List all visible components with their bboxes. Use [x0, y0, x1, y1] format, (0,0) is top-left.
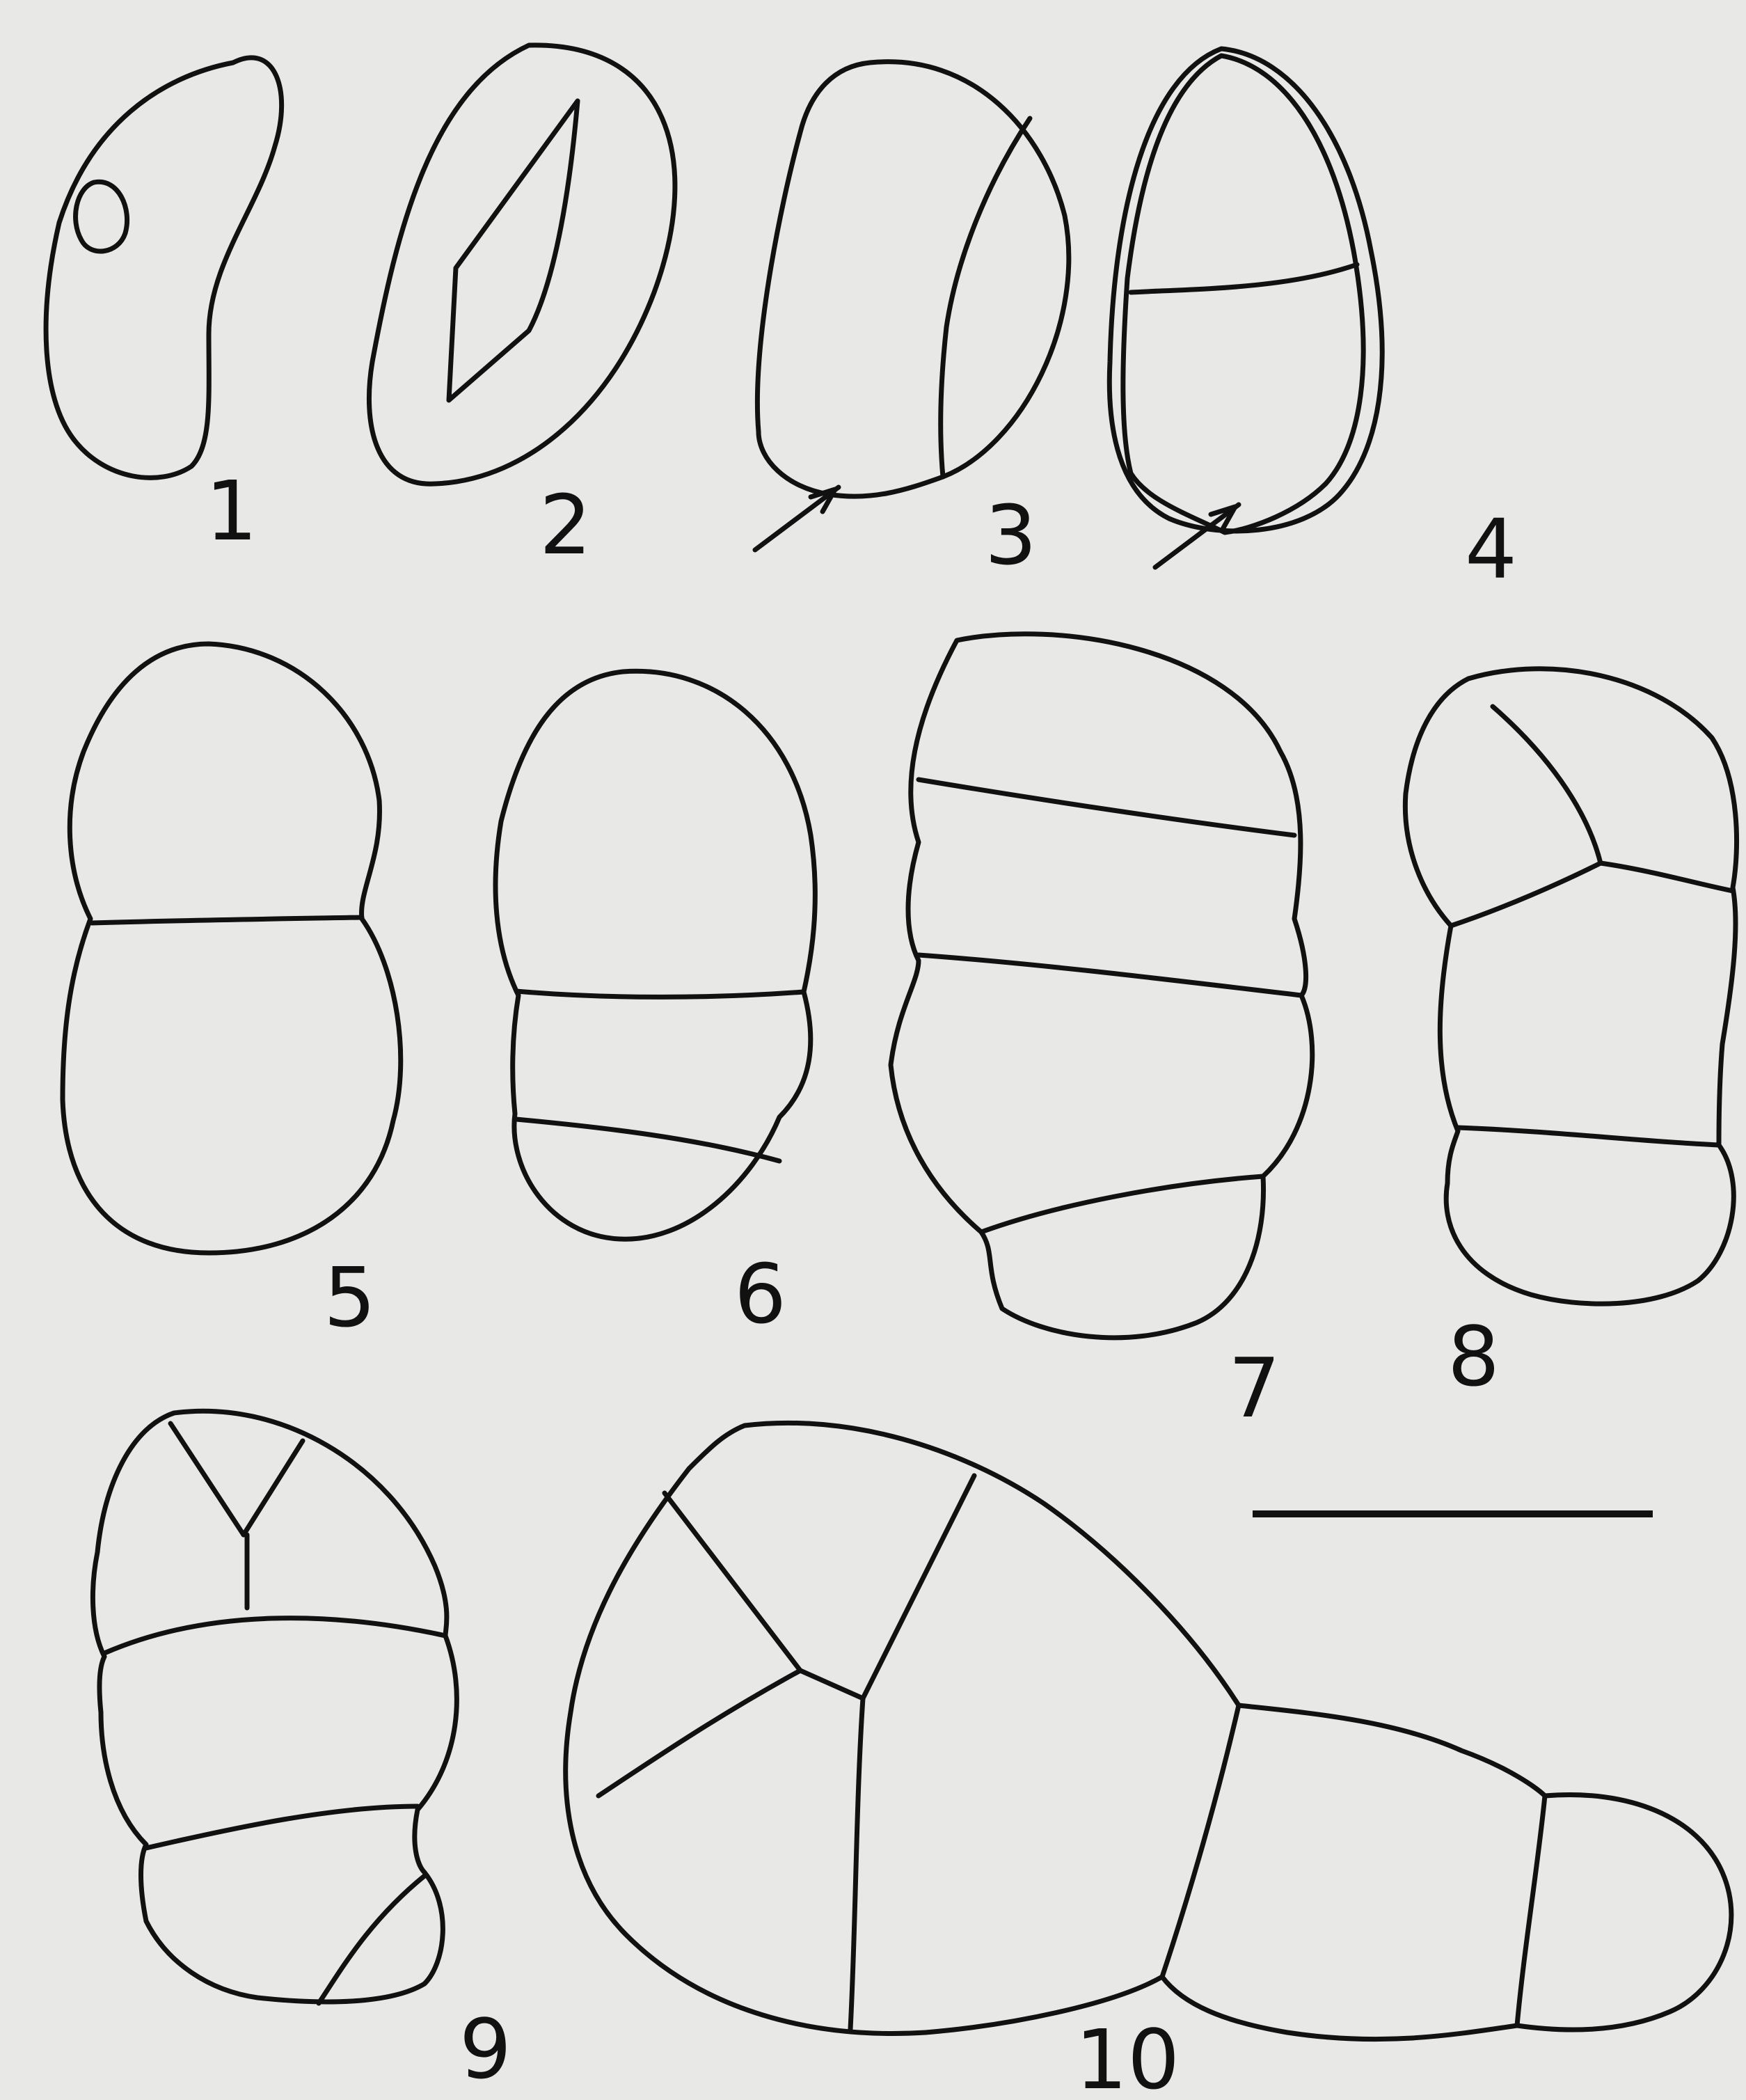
- figure-6-septum-2: [516, 1119, 779, 1161]
- figure-10-septum-3: [863, 1476, 974, 1698]
- figure-2-outer-wall: [369, 45, 674, 484]
- figure-3: 3: [755, 62, 1069, 583]
- figure-7-septum-1: [919, 780, 1294, 835]
- figure-7: 7: [891, 634, 1312, 1436]
- figure-10-septum-1: [665, 1493, 800, 1671]
- figure-8-outline: [1405, 669, 1736, 1304]
- figure-10-septum-7: [1517, 1796, 1545, 2026]
- figure-9-septum-4: [104, 1618, 445, 1653]
- figure-5-septum: [92, 917, 362, 923]
- figure-8: 8: [1405, 669, 1736, 1405]
- figure-5-outline: [63, 644, 401, 1253]
- figure-9-septum-6: [319, 1876, 424, 2003]
- figure-5-label: 5: [324, 1249, 376, 1345]
- figure-1-outline: [46, 58, 282, 477]
- figure-1: 1: [46, 58, 282, 559]
- figure-9-septum-1: [170, 1423, 244, 1535]
- figure-10-septum-2: [800, 1671, 863, 1698]
- figure-9-septum-2: [244, 1441, 303, 1535]
- figure-6-outline: [495, 671, 815, 1239]
- figure-3-label: 3: [985, 487, 1037, 583]
- figure-1-inclusion: [76, 182, 127, 251]
- figure-6-septum-1: [516, 991, 804, 997]
- figure-7-label: 7: [1228, 1340, 1280, 1436]
- figure-1-label: 1: [205, 463, 257, 559]
- figure-6-label: 6: [734, 1246, 786, 1342]
- figure-3-arrow-line: [755, 487, 839, 550]
- figure-2: 2: [369, 45, 674, 573]
- figure-10-septum-5: [850, 1698, 863, 2029]
- figure-4-label: 4: [1465, 501, 1517, 597]
- figure-10-septum-6: [1162, 1705, 1239, 1977]
- figure-3-septum: [941, 118, 1030, 477]
- figure-9-outline: [93, 1411, 457, 2002]
- figure-8-septum-4: [1458, 1128, 1719, 1145]
- figure-8-septum-3: [1493, 706, 1601, 863]
- figure-7-septum-2: [919, 955, 1301, 995]
- figure-5: 5: [63, 644, 401, 1345]
- figure-4-septum: [1131, 265, 1357, 292]
- figure-4-arrow-line: [1155, 505, 1239, 567]
- figure-7-outline: [891, 634, 1312, 1338]
- figure-2-inner-body: [449, 101, 578, 400]
- figure-6: 6: [495, 671, 815, 1342]
- figure-9-label: 9: [459, 2001, 511, 2097]
- figure-9-septum-5: [146, 1806, 418, 1848]
- figure-2-label: 2: [539, 477, 592, 573]
- figure-10: 10: [566, 1423, 1731, 2100]
- figure-8-label: 8: [1447, 1309, 1500, 1405]
- figure-7-septum-3: [981, 1176, 1263, 1232]
- figure-9: 9: [93, 1411, 511, 2097]
- figure-8-septum-1: [1451, 863, 1601, 926]
- figure-10-label: 10: [1075, 2012, 1180, 2100]
- figure-8-septum-2: [1601, 863, 1733, 891]
- figure-4: 4: [1109, 49, 1517, 597]
- figure-10-septum-4: [598, 1671, 800, 1796]
